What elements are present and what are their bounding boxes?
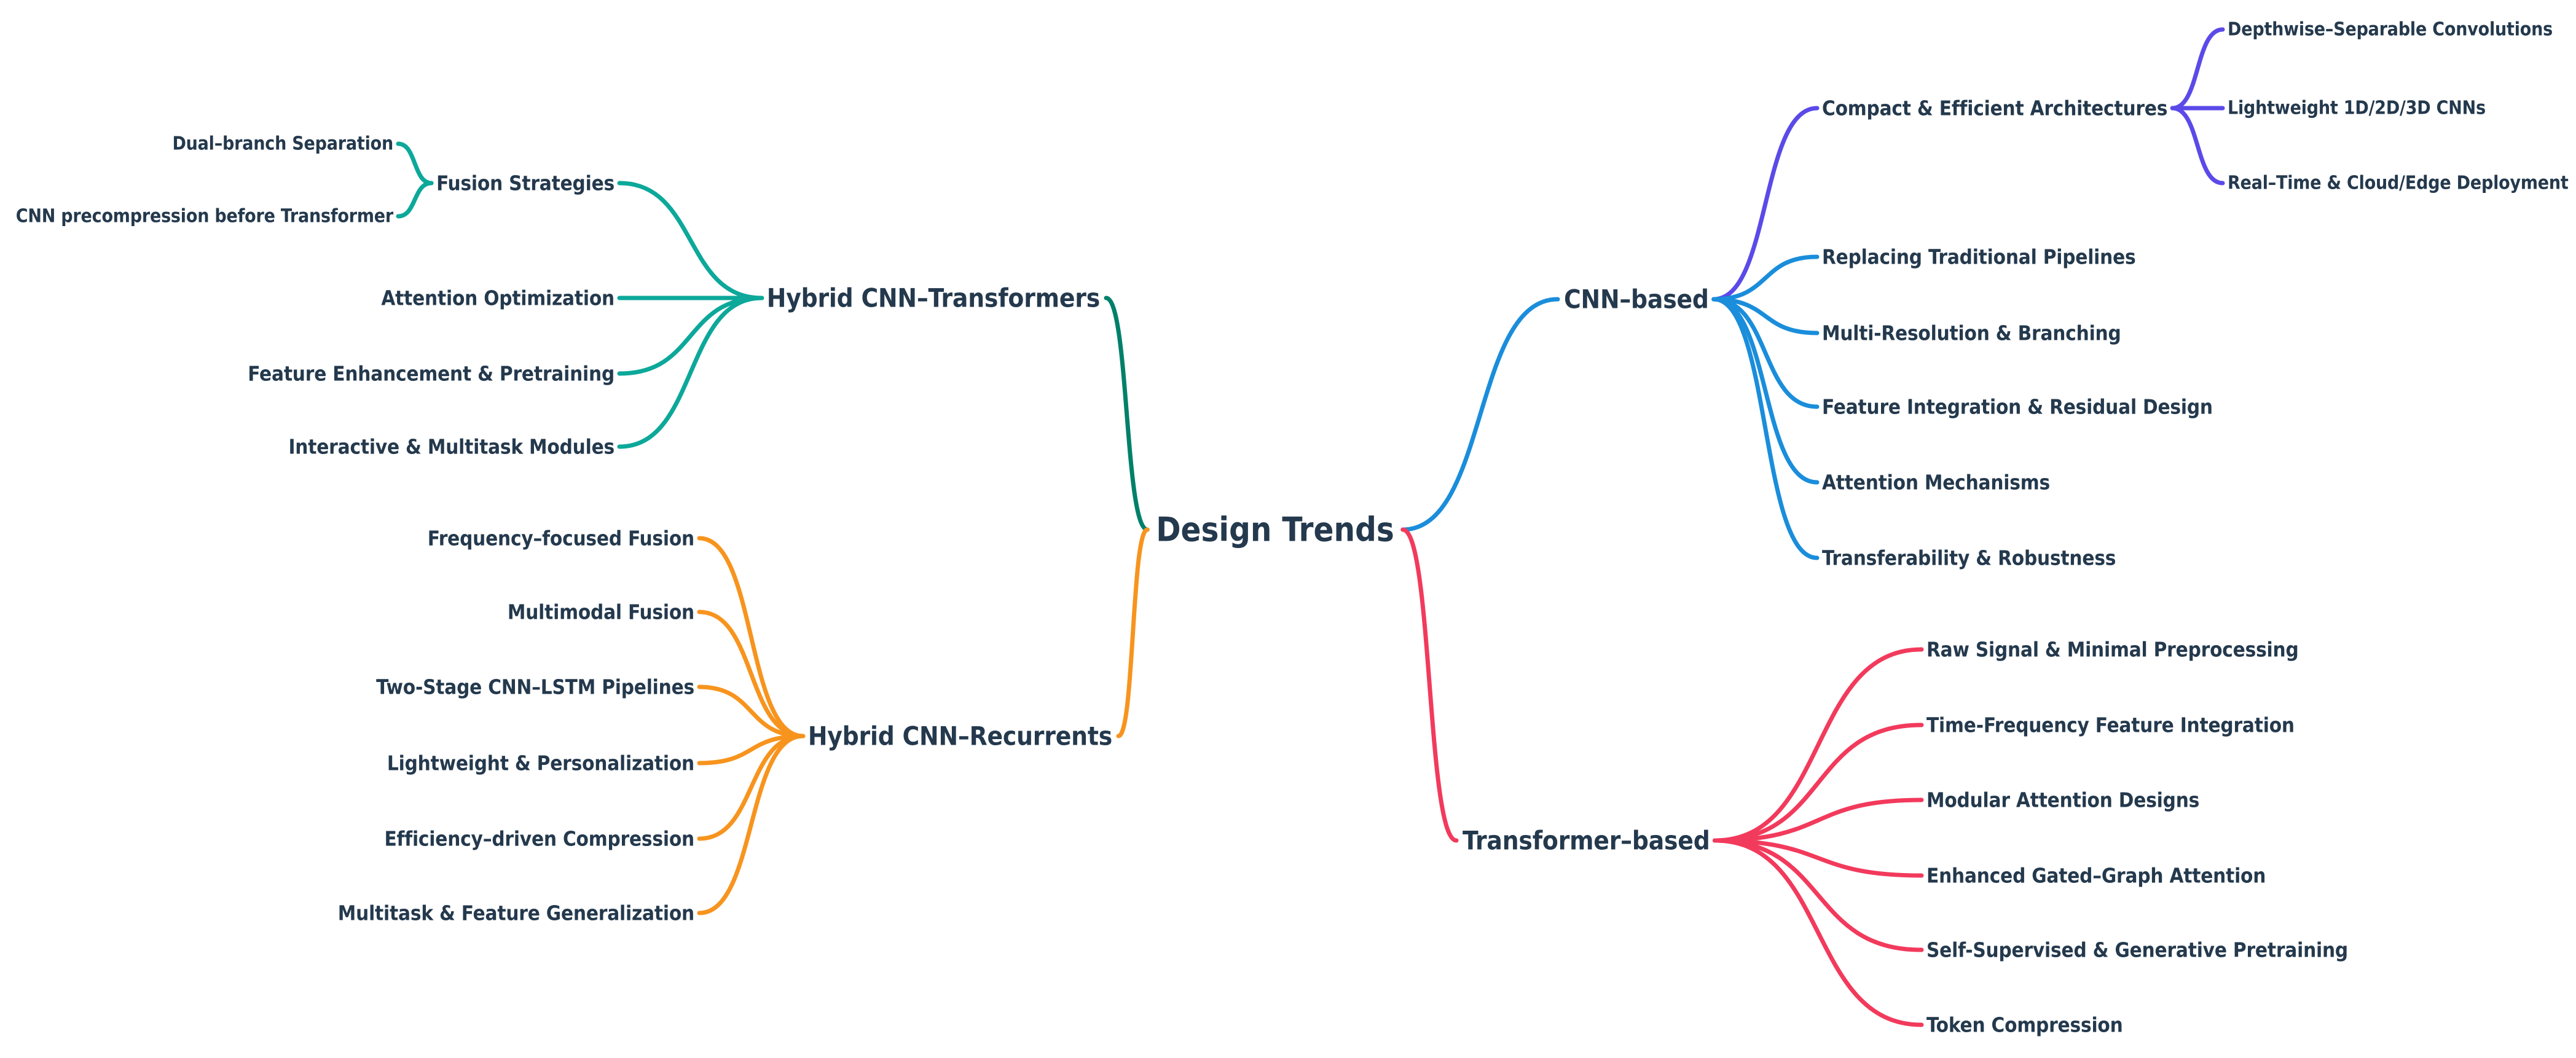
connector bbox=[1711, 297, 1820, 409]
topic-node-hybrid-cnn-recurrents-3[interactable]: Lightweight & Personalization bbox=[387, 751, 694, 775]
connector bbox=[1711, 254, 1820, 302]
topic-node-hybrid-cnn-recurrents-5[interactable]: Multitask & Feature Generalization bbox=[337, 901, 694, 925]
topic-node-transformer-based-4[interactable]: Self-Supervised & Generative Pretraining bbox=[1926, 938, 2348, 962]
topic-node-transformer-based-2[interactable]: Modular Attention Designs bbox=[1926, 788, 2200, 812]
connector bbox=[697, 684, 806, 739]
connector bbox=[1711, 106, 1820, 302]
topic-node-cnn-based-2[interactable]: Multi-Resolution & Branching bbox=[1822, 321, 2121, 345]
topic-node-transformer-based-5[interactable]: Token Compression bbox=[1926, 1013, 2123, 1037]
connector bbox=[1713, 647, 1924, 843]
connector bbox=[396, 141, 434, 186]
root-node[interactable]: Design Trends bbox=[1156, 510, 1394, 549]
connector bbox=[2170, 106, 2225, 186]
topic-node-hybrid-cnn-recurrents-2[interactable]: Two-Stage CNN–LSTM Pipelines bbox=[376, 675, 694, 699]
leaf-node-hybrid-cnn-transformers-0-1[interactable]: CNN precompression before Transformer bbox=[15, 205, 393, 227]
connector bbox=[697, 734, 806, 915]
leaf-node-cnn-based-0-2[interactable]: Real–Time & Cloud/Edge Deployment bbox=[2228, 172, 2569, 194]
connector bbox=[697, 609, 806, 739]
topic-node-hybrid-cnn-transformers-0[interactable]: Fusion Strategies bbox=[436, 171, 615, 195]
connector bbox=[1713, 797, 1924, 843]
topic-node-hybrid-cnn-transformers-2[interactable]: Feature Enhancement & Pretraining bbox=[248, 361, 615, 386]
topic-node-cnn-based-3[interactable]: Feature Integration & Residual Design bbox=[1822, 394, 2213, 419]
leaf-node-hybrid-cnn-transformers-0-0[interactable]: Dual–branch Separation bbox=[172, 133, 393, 155]
topic-node-cnn-based-0[interactable]: Compact & Efficient Architectures bbox=[1822, 96, 2168, 120]
connector bbox=[2170, 27, 2225, 111]
connector bbox=[1713, 838, 1924, 878]
topic-node-hybrid-cnn-transformers-1[interactable]: Attention Optimization bbox=[381, 286, 615, 310]
connector bbox=[697, 734, 806, 766]
topic-node-hybrid-cnn-recurrents-4[interactable]: Efficiency–driven Compression bbox=[384, 826, 694, 851]
connector bbox=[697, 536, 806, 739]
branch-node-hybrid-cnn-transformers[interactable]: Hybrid CNN–Transformers bbox=[766, 283, 1100, 313]
topic-node-hybrid-cnn-recurrents-1[interactable]: Multimodal Fusion bbox=[507, 600, 694, 624]
branch-node-hybrid-cnn-recurrents[interactable]: Hybrid CNN–Recurrents bbox=[807, 721, 1112, 751]
connector bbox=[1400, 527, 1459, 843]
branch-node-cnn-based[interactable]: CNN–based bbox=[1564, 284, 1709, 315]
connector bbox=[1711, 297, 1820, 335]
topic-node-cnn-based-5[interactable]: Transferability & Robustness bbox=[1822, 546, 2116, 570]
leaf-node-cnn-based-0-0[interactable]: Depthwise–Separable Convolutions bbox=[2228, 18, 2553, 41]
topic-node-hybrid-cnn-recurrents-0[interactable]: Frequency–focused Fusion bbox=[427, 526, 694, 551]
connector bbox=[617, 181, 764, 300]
connector bbox=[697, 734, 806, 841]
topic-node-transformer-based-3[interactable]: Enhanced Gated–Graph Attention bbox=[1926, 863, 2266, 888]
connector bbox=[1116, 527, 1150, 739]
topic-node-hybrid-cnn-transformers-3[interactable]: Interactive & Multitask Modules bbox=[288, 434, 615, 459]
leaf-node-cnn-based-0-1[interactable]: Lightweight 1D/2D/3D CNNs bbox=[2228, 97, 2486, 119]
connector bbox=[1711, 297, 1820, 485]
topic-node-cnn-based-1[interactable]: Replacing Traditional Pipelines bbox=[1822, 245, 2136, 269]
topic-node-transformer-based-0[interactable]: Raw Signal & Minimal Preprocessing bbox=[1926, 637, 2299, 662]
connector bbox=[1713, 838, 1924, 952]
branch-node-transformer-based[interactable]: Transformer–based bbox=[1463, 825, 1710, 856]
connector bbox=[1400, 297, 1560, 532]
connector bbox=[396, 181, 434, 219]
connector bbox=[1713, 723, 1924, 843]
topic-node-cnn-based-4[interactable]: Attention Mechanisms bbox=[1822, 470, 2050, 495]
connector bbox=[1713, 838, 1924, 1027]
connector bbox=[617, 296, 764, 376]
connector bbox=[617, 296, 764, 449]
connector bbox=[1711, 297, 1820, 560]
topic-node-transformer-based-1[interactable]: Time-Frequency Feature Integration bbox=[1926, 713, 2295, 737]
connector bbox=[1104, 296, 1150, 532]
